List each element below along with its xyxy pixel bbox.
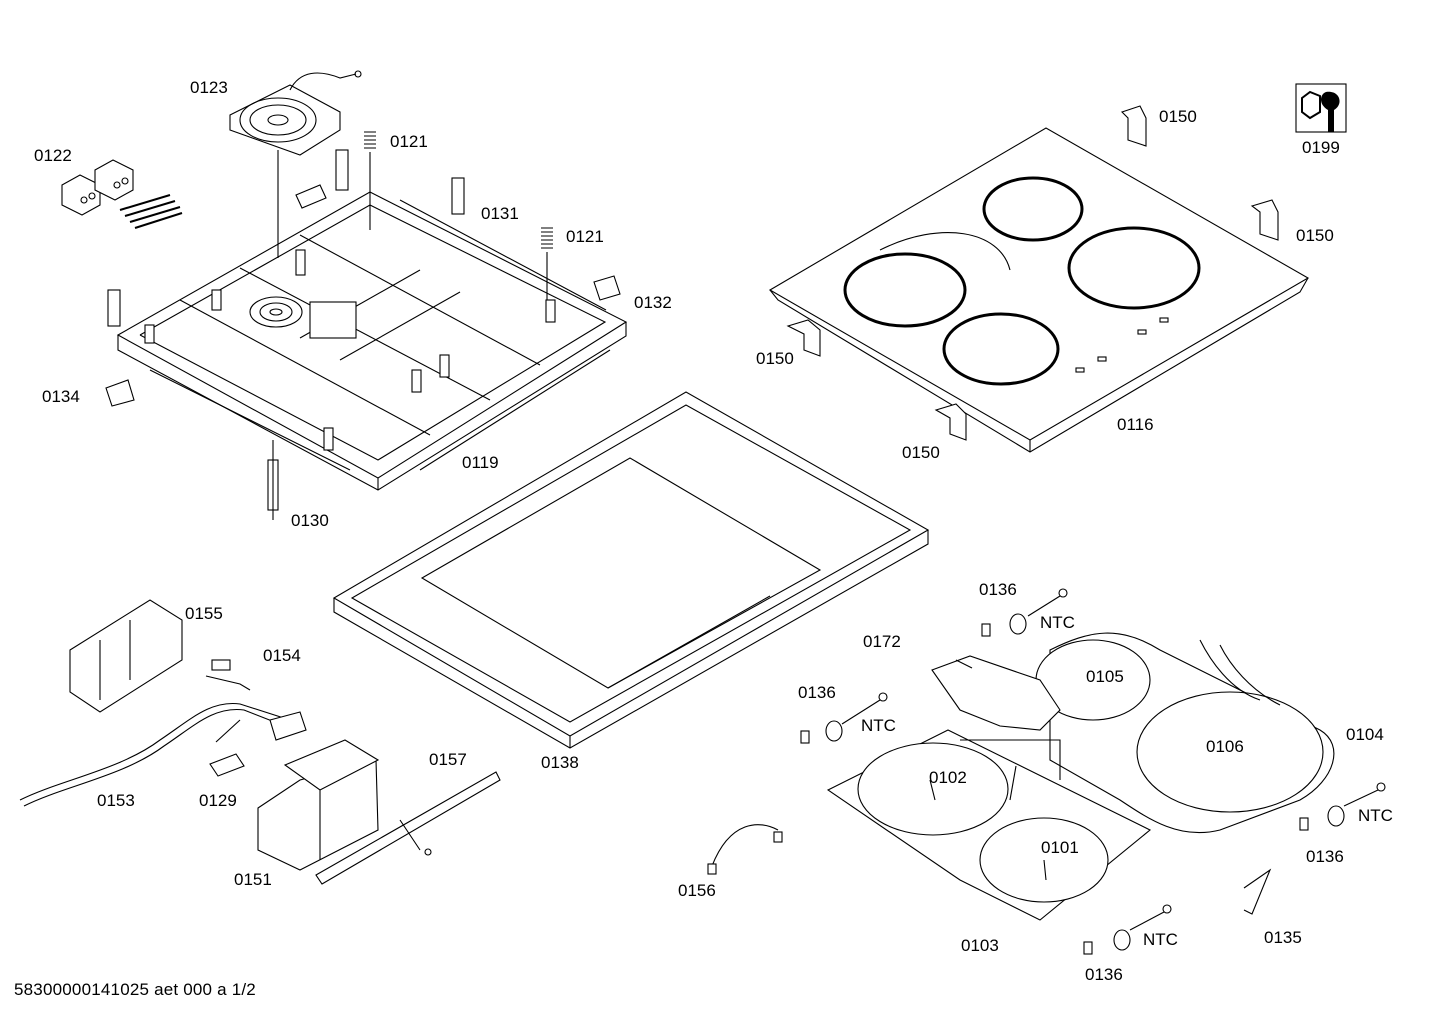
label-0150-right: 0150 <box>1296 226 1334 245</box>
label-0157: 0157 <box>429 750 467 769</box>
label-0199: 0199 <box>1302 138 1340 157</box>
label-0123: 0123 <box>190 78 228 97</box>
ceramic-glass-top-drawing <box>768 127 1310 453</box>
label-0150-bottom: 0150 <box>902 443 940 462</box>
wrench-nut-icon <box>1295 83 1347 133</box>
label-0130: 0130 <box>291 511 329 530</box>
label-0150-top: 0150 <box>1159 107 1197 126</box>
label-ntc-a: NTC <box>1040 613 1075 632</box>
label-0136-b: 0136 <box>798 683 836 702</box>
label-0105: 0105 <box>1086 667 1124 686</box>
label-0104: 0104 <box>1346 725 1384 744</box>
document-id-footer: 58300000141025 aet 000 a 1/2 <box>14 980 256 999</box>
label-0136-d: 0136 <box>1085 965 1123 984</box>
label-0151: 0151 <box>234 870 272 889</box>
label-0119: 0119 <box>462 453 499 472</box>
label-0134: 0134 <box>42 387 80 406</box>
label-ntc-d: NTC <box>1143 930 1178 949</box>
label-0172: 0172 <box>863 632 901 651</box>
ntc-sensors-drawing <box>800 588 1386 955</box>
electronics-drawing <box>19 599 501 885</box>
label-0155: 0155 <box>185 604 223 623</box>
leader-lines <box>929 659 1047 881</box>
label-0101: 0101 <box>1041 838 1079 857</box>
label-0156: 0156 <box>678 881 716 900</box>
label-0138: 0138 <box>541 753 579 772</box>
feet-and-clips-drawing <box>105 149 621 520</box>
label-0122: 0122 <box>34 146 72 165</box>
cooling-fan-drawing <box>229 70 362 258</box>
label-0131: 0131 <box>481 204 519 223</box>
label-0154: 0154 <box>263 646 301 665</box>
part-labels: 0123 0122 0121 0131 0121 0132 0134 0119 … <box>34 78 1393 984</box>
label-0150-left: 0150 <box>756 349 794 368</box>
induction-assembly-drawing <box>707 632 1335 921</box>
springs-drawing <box>364 131 553 300</box>
label-0135: 0135 <box>1264 928 1302 947</box>
label-0136-c: 0136 <box>1306 847 1344 866</box>
label-0153: 0153 <box>97 791 135 810</box>
label-0106: 0106 <box>1206 737 1244 756</box>
mounting-frame-drawing <box>332 391 930 749</box>
mounting-clips-drawing <box>786 105 1279 441</box>
label-0103: 0103 <box>961 936 999 955</box>
label-0136-a: 0136 <box>979 580 1017 599</box>
label-0132: 0132 <box>634 293 672 312</box>
label-0116: 0116 <box>1117 415 1154 434</box>
label-ntc-b: NTC <box>861 716 896 735</box>
label-ntc-c: NTC <box>1358 806 1393 825</box>
label-0121-lower: 0121 <box>566 227 604 246</box>
label-0102: 0102 <box>929 768 967 787</box>
label-0121-upper: 0121 <box>390 132 428 151</box>
terminal-blocks-drawing <box>61 159 183 229</box>
bottom-housing-drawing <box>116 191 628 491</box>
label-0129: 0129 <box>199 791 237 810</box>
